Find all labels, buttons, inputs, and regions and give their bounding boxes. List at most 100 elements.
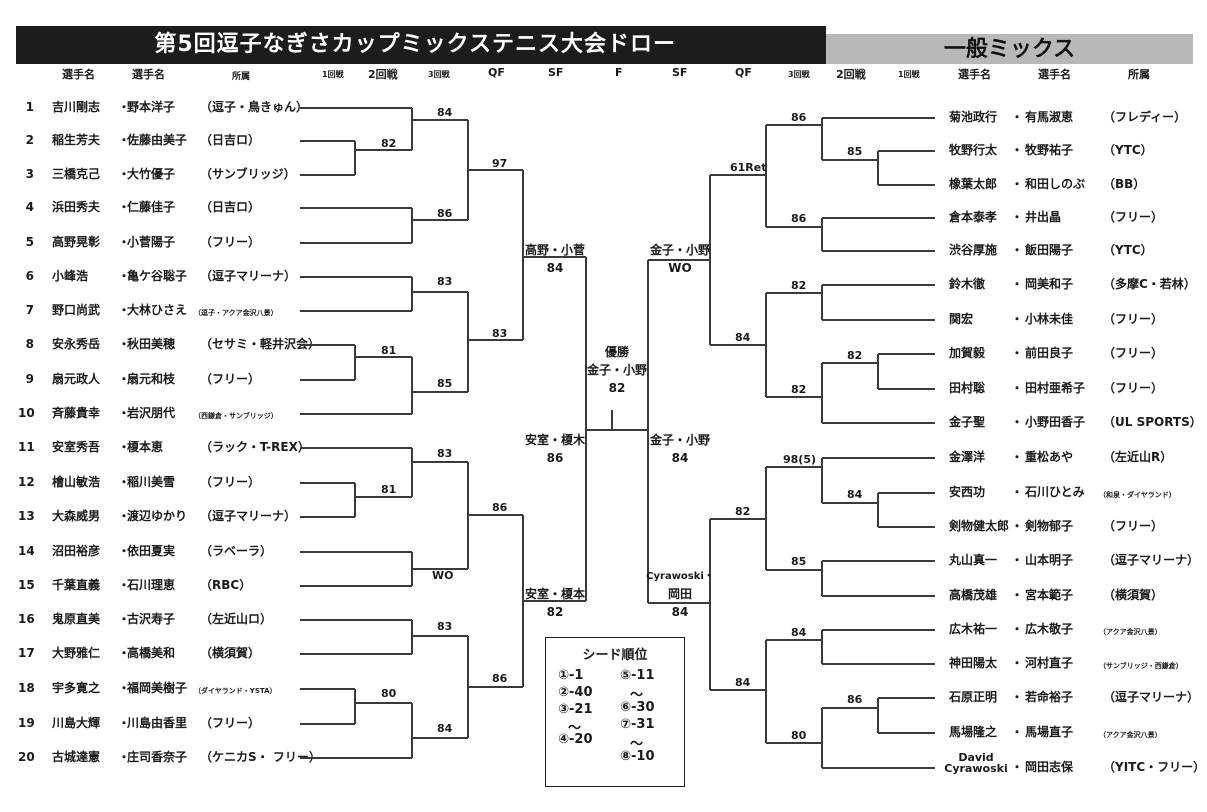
right-entry-row: 菊池政行・有馬淑恵（フレディー）: [945, 110, 1195, 126]
entry-separator: ・: [1011, 622, 1024, 636]
score: 86: [492, 501, 508, 514]
entry-number: 6: [25, 269, 34, 283]
entry-player1: 斉藤貴幸: [52, 406, 101, 420]
entry-player2: 馬場直子: [1025, 725, 1074, 739]
entry-separator: ・: [1011, 110, 1024, 124]
entry-separator: ・: [118, 235, 131, 249]
entry-player2: 川島由香里: [127, 716, 188, 730]
score: 84: [735, 676, 751, 689]
entry-player2: 宮本範子: [1025, 588, 1074, 602]
entry-affiliation: （左近山ロ）: [200, 612, 273, 626]
entry-affiliation: （多摩C・若林）: [1103, 277, 1196, 291]
entry-affiliation: （ケニカS・ フリー）: [200, 750, 321, 764]
entry-player2: 山本明子: [1025, 553, 1074, 567]
entry-player1: 宇多寛之: [52, 681, 101, 695]
entry-player2: 渡辺ゆかり: [127, 509, 188, 523]
entry-separator: ・: [1011, 656, 1024, 670]
entry-separator: ・: [118, 133, 131, 147]
entry-player1: 渋谷厚施: [949, 243, 998, 257]
entry-separator: ・: [118, 167, 131, 181]
entry-number: 1: [25, 100, 34, 114]
left-sf1-score: 84: [546, 261, 564, 275]
entry-player1: 安西功: [949, 485, 986, 499]
entry-affiliation: （フリー）: [200, 475, 261, 489]
score: 84: [437, 722, 453, 735]
seed-item: ④-20: [558, 732, 593, 747]
entry-player1: 田村聡: [949, 381, 986, 395]
right-entry-row: 金子聖・小野田香子（UL SPORTS）: [945, 415, 1202, 431]
entry-player1: 鈴木徹: [949, 277, 986, 291]
score: 84: [437, 106, 453, 119]
entry-player2: 小林未佳: [1025, 312, 1074, 326]
entry-separator: ・: [1011, 553, 1024, 567]
entry-player1: 安永秀岳: [52, 337, 101, 351]
entry-player1: 丸山真一: [949, 553, 998, 567]
right-entry-row: 丸山真一・山本明子 （逗子マリーナ）: [945, 553, 1199, 569]
seed-item: ⑤-11: [620, 668, 655, 683]
entry-player1: 吉川剛志: [52, 100, 101, 114]
entry-player1: 牧野行太: [949, 143, 998, 157]
entry-affiliation: （サンブリッジ・西鎌倉）: [1099, 662, 1183, 670]
entry-number: 2: [25, 133, 34, 147]
entry-affiliation: （フリー）: [1103, 210, 1164, 224]
winner-label: 優勝: [604, 345, 629, 359]
entry-separator: ・: [1011, 312, 1024, 326]
entry-separator: ・: [118, 750, 131, 764]
seed-tilde: ～: [630, 737, 644, 752]
entry-player1: 馬場隆之: [949, 725, 998, 739]
right-sf2-name: Cyrawoski・: [646, 571, 714, 582]
entry-affiliation: （UL SPORTS）: [1103, 415, 1202, 429]
winner-score: 82: [608, 381, 626, 395]
entry-affiliation: （ラベーラ）: [200, 544, 273, 558]
right-entry-row: 倉本泰孝・井出晶（フリー）: [945, 210, 1195, 226]
entry-affiliation: （西鎌倉・サンブリッジ）: [194, 412, 278, 420]
entry-player2: 大林ひさえ: [127, 303, 188, 317]
score: 85: [847, 145, 863, 158]
entry-separator: ・: [1011, 415, 1024, 429]
entry-player1: 高橋茂雄: [949, 588, 998, 602]
entry-affiliation: （日吉ロ）: [200, 200, 261, 214]
entry-affiliation: （アクア金沢八景）: [1099, 731, 1162, 739]
entry-number: 14: [18, 544, 35, 558]
entry-player2: 仁藤佳子: [127, 200, 176, 214]
seed-title: シード順位: [582, 648, 648, 663]
right-entry-row: 石原正明・若命裕子（逗子マリーナ）: [945, 690, 1199, 706]
entry-player2: 井出晶: [1025, 210, 1062, 224]
entry-player1: 古城達憲: [52, 750, 101, 764]
entry-player1: 金子聖: [949, 415, 986, 429]
entry-separator: ・: [1011, 519, 1024, 533]
entry-affiliation: （フリー）: [200, 235, 261, 249]
score: 84: [735, 331, 751, 344]
score: 86: [791, 111, 807, 124]
entry-player1: 小峰浩: [52, 269, 89, 283]
entry-player1: 石原正明: [949, 690, 998, 704]
score: 83: [437, 447, 453, 460]
entry-number: 7: [25, 303, 34, 317]
left-final-name: 安室・榎木: [524, 433, 585, 447]
seed-box: シード順位 ①-1 ②-40 ③-21 ～ ④-20 ⑤-11 ～ ⑥-30 ⑦…: [545, 637, 685, 787]
entry-number: 8: [25, 337, 34, 351]
entry-number: 10: [18, 406, 35, 420]
right-entry-row: 牧野行太・牧野祐子（YTC）: [945, 143, 1195, 159]
entry-player1: 関宏: [949, 312, 974, 326]
entry-affiliation: （ラック・T-REX）: [200, 440, 310, 454]
score: WO: [432, 569, 454, 582]
score: 81: [381, 344, 397, 357]
entry-separator: ・: [1011, 588, 1024, 602]
winner-name: 金子・小野: [586, 363, 647, 377]
right-entry-row: 金澤洋・重松あや（左近山R）: [945, 450, 1195, 466]
score: 86: [847, 693, 863, 706]
entry-number: 17: [18, 646, 35, 660]
entry-player2: 扇元和枝: [127, 372, 176, 386]
score: 84: [791, 626, 807, 639]
entry-affiliation: （逗子マリーナ）: [1103, 553, 1200, 567]
header-r2: 2回戦: [368, 68, 398, 81]
